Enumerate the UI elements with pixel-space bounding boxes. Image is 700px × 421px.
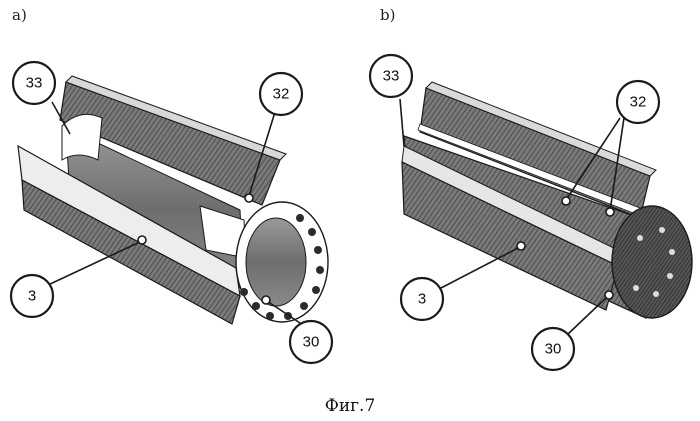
callout-a-33: 33 (13, 62, 55, 104)
panel-a: a) (11, 6, 332, 363)
callout-b-32: 32 (617, 81, 659, 123)
callout-b-30: 30 (532, 328, 574, 370)
panel-b-label: b) (380, 6, 395, 24)
marker-b-30 (605, 291, 613, 299)
callout-a-33-label: 33 (26, 75, 43, 92)
marker-a-32 (245, 194, 253, 202)
callout-b-3: 3 (401, 278, 443, 320)
panel-a-label: a) (12, 6, 27, 24)
marker-b-3 (517, 242, 525, 250)
callout-a-3-label: 3 (28, 288, 36, 305)
marker-b-32a (562, 197, 570, 205)
callout-b-33-label: 33 (383, 68, 400, 85)
callout-a-30: 30 (290, 321, 332, 363)
callout-a-32: 32 (260, 73, 302, 115)
callout-b-3-label: 3 (418, 291, 426, 308)
panel-b: b) 33 (370, 6, 692, 370)
leader-b-3 (441, 247, 520, 288)
leader-b-33 (400, 99, 404, 146)
callout-a-3: 3 (11, 275, 53, 317)
callout-b-30-label: 30 (545, 341, 562, 358)
marker-b-32b (606, 208, 614, 216)
callout-a-30-label: 30 (303, 334, 320, 351)
figure-caption: Фиг.7 (325, 396, 376, 416)
callout-b-32-label: 32 (630, 94, 647, 111)
callout-b-33: 33 (370, 55, 412, 97)
marker-a-3 (138, 236, 146, 244)
marker-a-30 (262, 296, 270, 304)
callout-a-32-label: 32 (273, 86, 290, 103)
